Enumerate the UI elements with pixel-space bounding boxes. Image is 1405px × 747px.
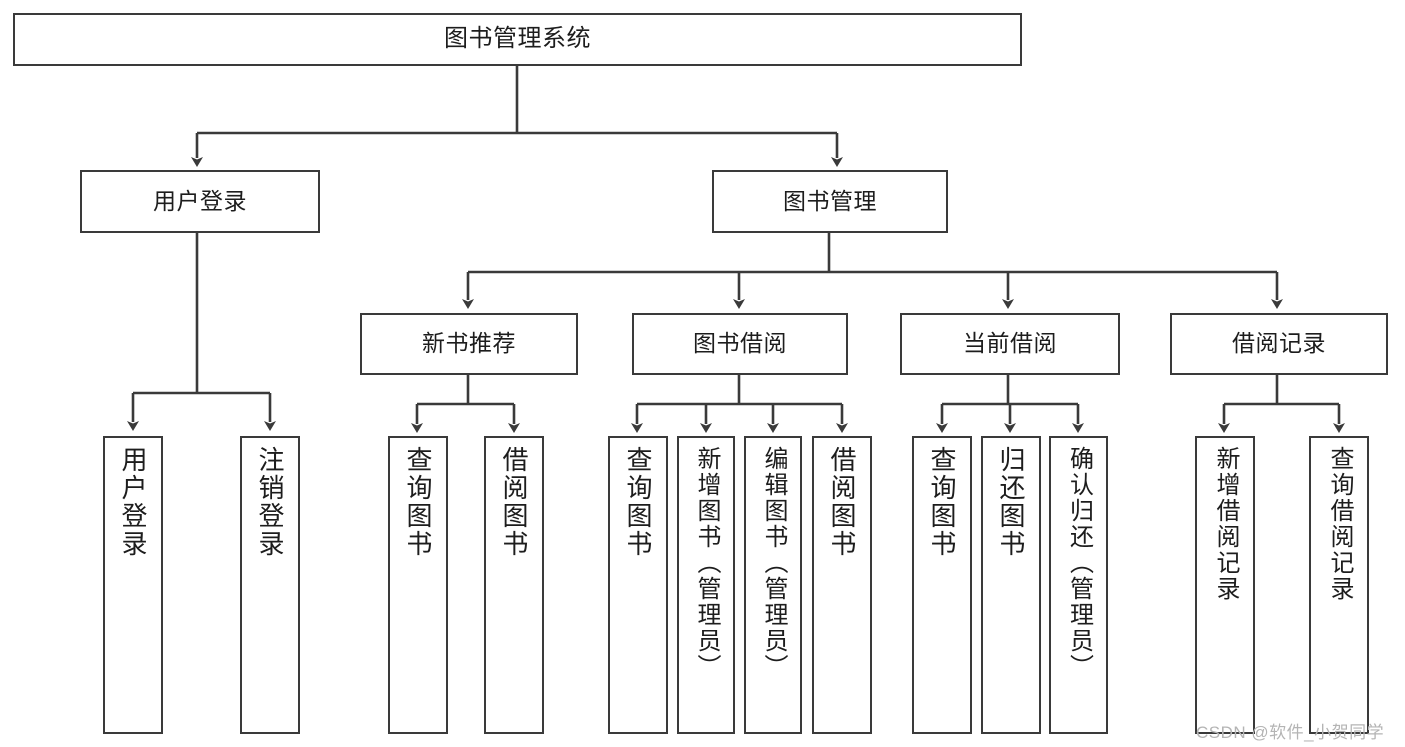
node-leaf-query-record[interactable]: 查询借阅记录 bbox=[1309, 436, 1369, 734]
node-leaf-query-book-1[interactable]: 查询图书 bbox=[388, 436, 448, 734]
node-leaf-edit-book-label: 编辑图书（管理员） bbox=[760, 446, 787, 680]
node-root[interactable]: 图书管理系统 bbox=[13, 13, 1022, 66]
node-leaf-user-login-label: 用户登录 bbox=[118, 446, 148, 558]
node-leaf-add-record-label: 新增借阅记录 bbox=[1212, 446, 1239, 602]
node-leaf-add-book-label: 新增图书（管理员） bbox=[693, 446, 720, 680]
node-book-borrow[interactable]: 图书借阅 bbox=[632, 313, 848, 375]
node-leaf-add-record[interactable]: 新增借阅记录 bbox=[1195, 436, 1255, 734]
node-leaf-query-book-1-label: 查询图书 bbox=[403, 446, 433, 558]
node-user-login-label: 用户登录 bbox=[153, 187, 247, 214]
node-leaf-confirm-return[interactable]: 确认归还（管理员） bbox=[1049, 436, 1108, 734]
node-leaf-query-record-label: 查询借阅记录 bbox=[1326, 446, 1353, 602]
node-new-book-rec[interactable]: 新书推荐 bbox=[360, 313, 578, 375]
node-book-borrow-label: 图书借阅 bbox=[693, 330, 787, 357]
csdn-watermark: CSDN @软件_小贺同学 bbox=[1196, 723, 1385, 742]
node-current-borrow[interactable]: 当前借阅 bbox=[900, 313, 1120, 375]
node-leaf-user-logout[interactable]: 注销登录 bbox=[240, 436, 300, 734]
node-leaf-borrow-book-2-label: 借阅图书 bbox=[827, 446, 857, 558]
node-borrow-record-label: 借阅记录 bbox=[1232, 330, 1326, 357]
node-current-borrow-label: 当前借阅 bbox=[963, 330, 1057, 357]
node-leaf-query-book-2-label: 查询图书 bbox=[623, 446, 653, 558]
node-leaf-add-book[interactable]: 新增图书（管理员） bbox=[677, 436, 735, 734]
node-borrow-record[interactable]: 借阅记录 bbox=[1170, 313, 1388, 375]
node-leaf-borrow-book-2[interactable]: 借阅图书 bbox=[812, 436, 872, 734]
node-leaf-query-book-3-label: 查询图书 bbox=[927, 446, 957, 558]
node-root-label: 图书管理系统 bbox=[444, 25, 591, 53]
node-leaf-return-book[interactable]: 归还图书 bbox=[981, 436, 1041, 734]
node-leaf-borrow-book-1-label: 借阅图书 bbox=[499, 446, 529, 558]
node-leaf-user-logout-label: 注销登录 bbox=[255, 446, 285, 558]
node-leaf-query-book-2[interactable]: 查询图书 bbox=[608, 436, 668, 734]
node-book-manage[interactable]: 图书管理 bbox=[712, 170, 948, 233]
node-leaf-return-book-label: 归还图书 bbox=[996, 446, 1026, 558]
node-new-book-rec-label: 新书推荐 bbox=[422, 330, 516, 357]
node-leaf-query-book-3[interactable]: 查询图书 bbox=[912, 436, 972, 734]
node-leaf-borrow-book-1[interactable]: 借阅图书 bbox=[484, 436, 544, 734]
node-book-manage-label: 图书管理 bbox=[783, 187, 877, 214]
node-user-login[interactable]: 用户登录 bbox=[80, 170, 320, 233]
node-leaf-confirm-return-label: 确认归还（管理员） bbox=[1065, 446, 1093, 680]
node-leaf-user-login[interactable]: 用户登录 bbox=[103, 436, 163, 734]
node-leaf-edit-book[interactable]: 编辑图书（管理员） bbox=[744, 436, 802, 734]
